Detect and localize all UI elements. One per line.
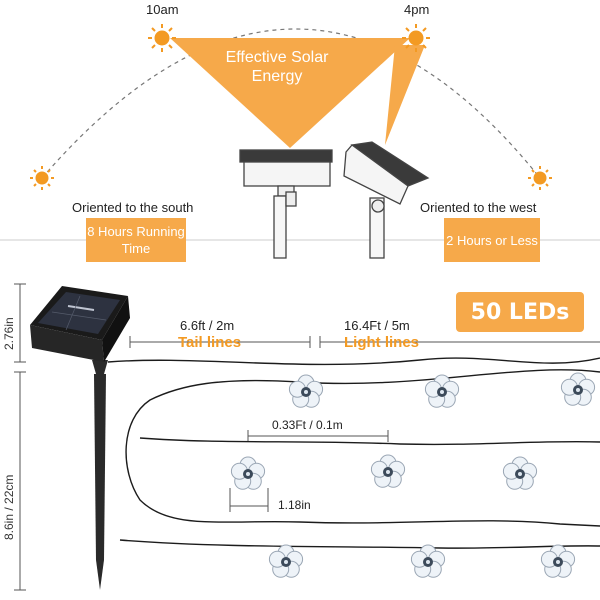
solar-panel-flat-icon xyxy=(239,149,333,259)
tail-length-label: 6.6ft / 2m xyxy=(180,318,235,333)
sun-icon xyxy=(402,24,430,52)
led-size-label: 1.18in xyxy=(278,498,311,512)
led-spacing-label: 0.33Ft / 0.1m xyxy=(272,418,343,432)
led-blossoms xyxy=(230,372,596,578)
light-length-label: 16.4Ft / 5m xyxy=(344,318,410,333)
led-blossom-icon xyxy=(370,454,406,488)
energy-label: Effective Solar Energy xyxy=(225,49,329,85)
west-runtime-badge: 2 Hours or Less xyxy=(444,218,540,262)
south-runtime-badge: 8 Hours Running Time xyxy=(86,218,186,262)
time-label-right: 4pm xyxy=(404,2,430,17)
led-blossom-icon xyxy=(424,374,460,408)
wire-row-1 xyxy=(107,357,600,366)
west-runtime-text: 2 Hours or Less xyxy=(446,232,538,248)
time-label-left: 10am xyxy=(146,2,179,17)
solar-panel-tilted-icon xyxy=(343,141,430,259)
ground-stake xyxy=(92,360,108,590)
sun-icon xyxy=(148,24,176,52)
led-count-badge: 50 LEDs xyxy=(456,292,584,332)
light-lines-label: Light lines xyxy=(344,334,419,351)
wire-loop xyxy=(125,369,600,527)
led-blossom-icon xyxy=(560,372,596,406)
wire-row-2 xyxy=(139,437,600,446)
south-runtime-text: 8 Hours Running Time xyxy=(87,224,185,256)
sun-icon xyxy=(528,166,552,190)
panel-height-label: 2.76in xyxy=(2,317,16,350)
led-blossom-icon xyxy=(288,374,324,408)
led-blossom-icon xyxy=(268,544,304,578)
west-orientation-label: Oriented to the west xyxy=(420,200,537,215)
sun-path-arc xyxy=(41,28,541,179)
energy-cone-south xyxy=(170,38,410,148)
stake-height-label: 8.6in / 22cm xyxy=(2,474,16,540)
led-blossom-icon xyxy=(410,544,446,578)
solar-panel-product xyxy=(30,286,130,362)
led-blossom-icon xyxy=(502,456,538,490)
tail-lines-label: Tail lines xyxy=(178,334,242,351)
south-orientation-label: Oriented to the south xyxy=(72,200,194,215)
sun-icon xyxy=(30,166,54,190)
wire-row-3 xyxy=(119,539,600,549)
led-blossom-icon xyxy=(230,456,266,490)
led-blossom-icon xyxy=(540,544,576,578)
energy-cone-west xyxy=(385,45,425,145)
